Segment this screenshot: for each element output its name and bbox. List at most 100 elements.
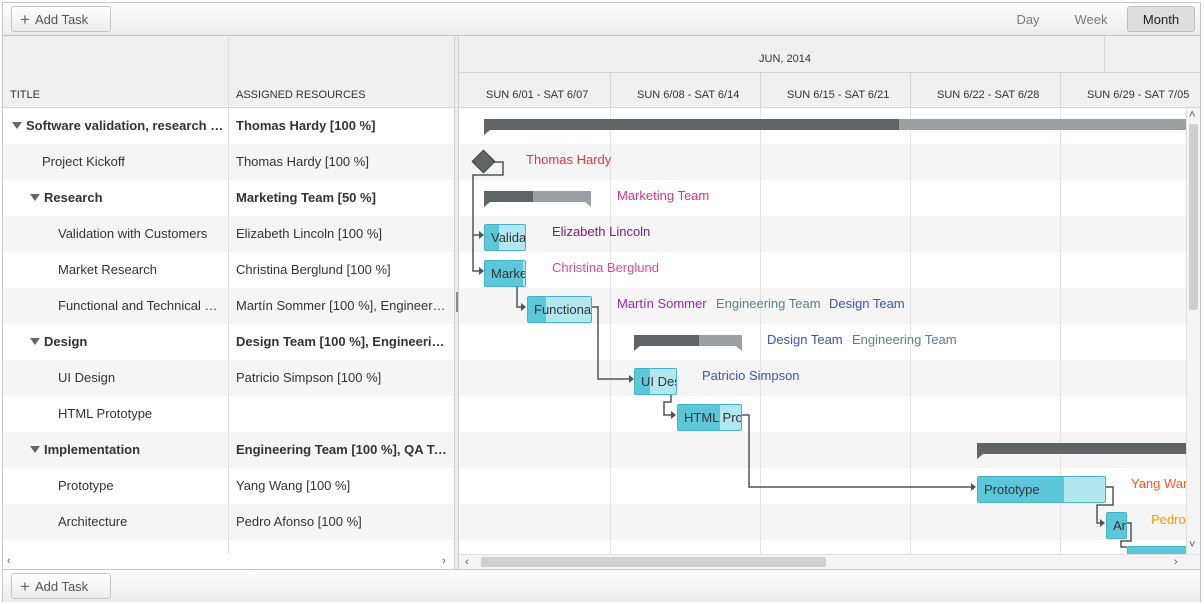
resource-label: Martín Sommer (617, 296, 707, 311)
horizontal-scroll-thumb[interactable] (481, 557, 826, 567)
summary-bar-implementation[interactable] (977, 443, 1192, 459)
task-bar-validation[interactable]: Validation with Customers (484, 224, 526, 251)
resource-label: Yang Wang (1131, 476, 1198, 491)
task-bar-ui-design[interactable]: UI Design (634, 368, 677, 395)
timeline-header: JUN, 2014 SUN 6/01 - SAT 6/07 SUN 6/08 -… (459, 36, 1200, 108)
summary-cap (977, 454, 983, 459)
scroll-down-icon[interactable]: ˅ (1189, 539, 1196, 551)
summary-bar-design[interactable] (634, 335, 742, 351)
triangle-down-icon[interactable] (30, 338, 40, 345)
view-month-button[interactable]: Month (1127, 6, 1195, 32)
task-bar-label: Prototype (984, 482, 1040, 497)
add-task-label: Add Task (34, 579, 89, 594)
task-bar-prototype[interactable]: Prototype (977, 476, 1106, 503)
week-gridline (760, 108, 761, 554)
task-resources: Pedro Afonso [100 %] (236, 514, 362, 529)
summary-bar-research[interactable] (484, 191, 591, 207)
task-bar-label: UI Design (641, 374, 676, 389)
summary-bar-software[interactable] (484, 119, 1194, 135)
task-title: HTML Prototype (58, 406, 153, 421)
task-resources: Martín Sommer [100 %], Engineering Team … (236, 298, 454, 313)
week-separator (760, 72, 761, 108)
resource-label: Patricio Simpson (702, 368, 800, 383)
task-bar-market-research[interactable]: Market Research (484, 260, 526, 287)
top-toolbar: +Add Task Day Week Month (3, 3, 1200, 36)
column-header-resources[interactable]: ASSIGNED RESOURCES (228, 36, 454, 107)
task-bar-label: Validation with Customers (491, 230, 526, 245)
grid-horizontal-scrollbar[interactable]: ‹ › (3, 554, 454, 569)
task-title: Design (44, 334, 88, 349)
triangle-down-icon[interactable] (12, 122, 22, 129)
task-bar-label: HTML Prototype (684, 410, 741, 425)
week-label: SUN 6/15 - SAT 6/21 (787, 89, 890, 101)
timeline-horizontal-scrollbar[interactable]: ‹ › (459, 554, 1200, 569)
task-resources: Marketing Team [50 %] (236, 190, 376, 205)
grid-row-research[interactable]: Research Marketing Team [50 %] (3, 180, 454, 216)
week-separator (910, 72, 911, 108)
summary-remaining (899, 119, 1194, 130)
month-label: JUN, 2014 (759, 53, 811, 65)
add-task-button[interactable]: +Add Task (11, 6, 111, 32)
summary-cap (736, 346, 742, 351)
task-resources: Design Team [100 %], Engineering Team [1… (236, 334, 454, 349)
summary-cap (585, 202, 591, 207)
timeline-vertical-scrollbar[interactable]: ˄ ˅ (1186, 108, 1200, 554)
task-resources (228, 396, 454, 432)
resource-label: Design Team (767, 332, 843, 347)
dependency-line (740, 414, 971, 488)
triangle-down-icon[interactable] (30, 446, 40, 453)
resource-label: Engineering Team (852, 332, 957, 347)
dependency-lines (472, 161, 1132, 548)
scroll-right-icon[interactable]: › (442, 555, 446, 567)
task-progress (528, 297, 546, 322)
task-title: Prototype (58, 478, 114, 493)
task-title: Implementation (44, 442, 141, 457)
scroll-up-icon[interactable]: ˄ (1189, 109, 1196, 121)
dependency-arrowhead (971, 483, 976, 491)
task-bar-html-prototype[interactable]: HTML Prototype (677, 404, 742, 431)
dependency-arrowhead (521, 303, 526, 311)
week-label: SUN 6/22 - SAT 6/28 (937, 89, 1040, 101)
task-bar-label: Functional and Technical Specification (534, 302, 592, 317)
splitter-grip[interactable] (456, 292, 458, 312)
task-title: UI Design (58, 370, 116, 385)
summary-cap (634, 346, 640, 351)
task-progress (678, 405, 720, 430)
task-resources: Patricio Simpson [100 %] (236, 370, 382, 385)
header-divider (459, 72, 1200, 73)
week-label: SUN 6/01 - SAT 6/07 (486, 89, 589, 101)
task-bar-spec[interactable]: Functional and Technical Specification (527, 296, 592, 323)
summary-progress (977, 443, 1192, 454)
column-divider (228, 36, 229, 569)
task-resources: Engineering Team [100 %], QA Team [100 %… (236, 442, 454, 457)
task-resources: Thomas Hardy [100 %] (236, 154, 369, 169)
vertical-scroll-thumb[interactable] (1189, 124, 1198, 310)
month-divider (1104, 36, 1105, 72)
add-task-button-bottom[interactable]: +Add Task (11, 573, 111, 599)
triangle-down-icon[interactable] (30, 194, 40, 201)
task-title: Architecture (58, 514, 128, 529)
summary-progress (634, 335, 699, 346)
column-header-title[interactable]: TITLE (10, 89, 40, 101)
scroll-right-icon[interactable]: › (1174, 556, 1178, 568)
timeline-row (459, 504, 1200, 540)
summary-remaining (533, 191, 591, 202)
task-progress (485, 261, 523, 286)
grid-row-software[interactable]: Software validation, research and implem… (3, 108, 454, 144)
dependency-arrowhead (479, 231, 484, 239)
dependency-line (472, 161, 504, 236)
week-label: SUN 6/29 - SAT 7/05 (1087, 89, 1190, 101)
view-day-button[interactable]: Day (1016, 12, 1040, 27)
week-gridline (610, 108, 611, 554)
grid-row-design[interactable]: Design Design Team [100 %], Engineering … (3, 324, 454, 360)
scroll-left-icon[interactable]: ‹ (7, 555, 11, 567)
task-title: Functional and Technical Specification (58, 298, 228, 313)
pane-splitter[interactable] (454, 36, 459, 569)
task-bar-architecture[interactable]: Architecture (1106, 512, 1127, 539)
task-progress (1107, 513, 1126, 538)
task-resources: Thomas Hardy [100 %] (236, 118, 376, 133)
dependency-arrowhead (629, 375, 634, 383)
scroll-left-icon[interactable]: ‹ (465, 556, 469, 568)
view-week-button[interactable]: Week (1074, 12, 1108, 27)
